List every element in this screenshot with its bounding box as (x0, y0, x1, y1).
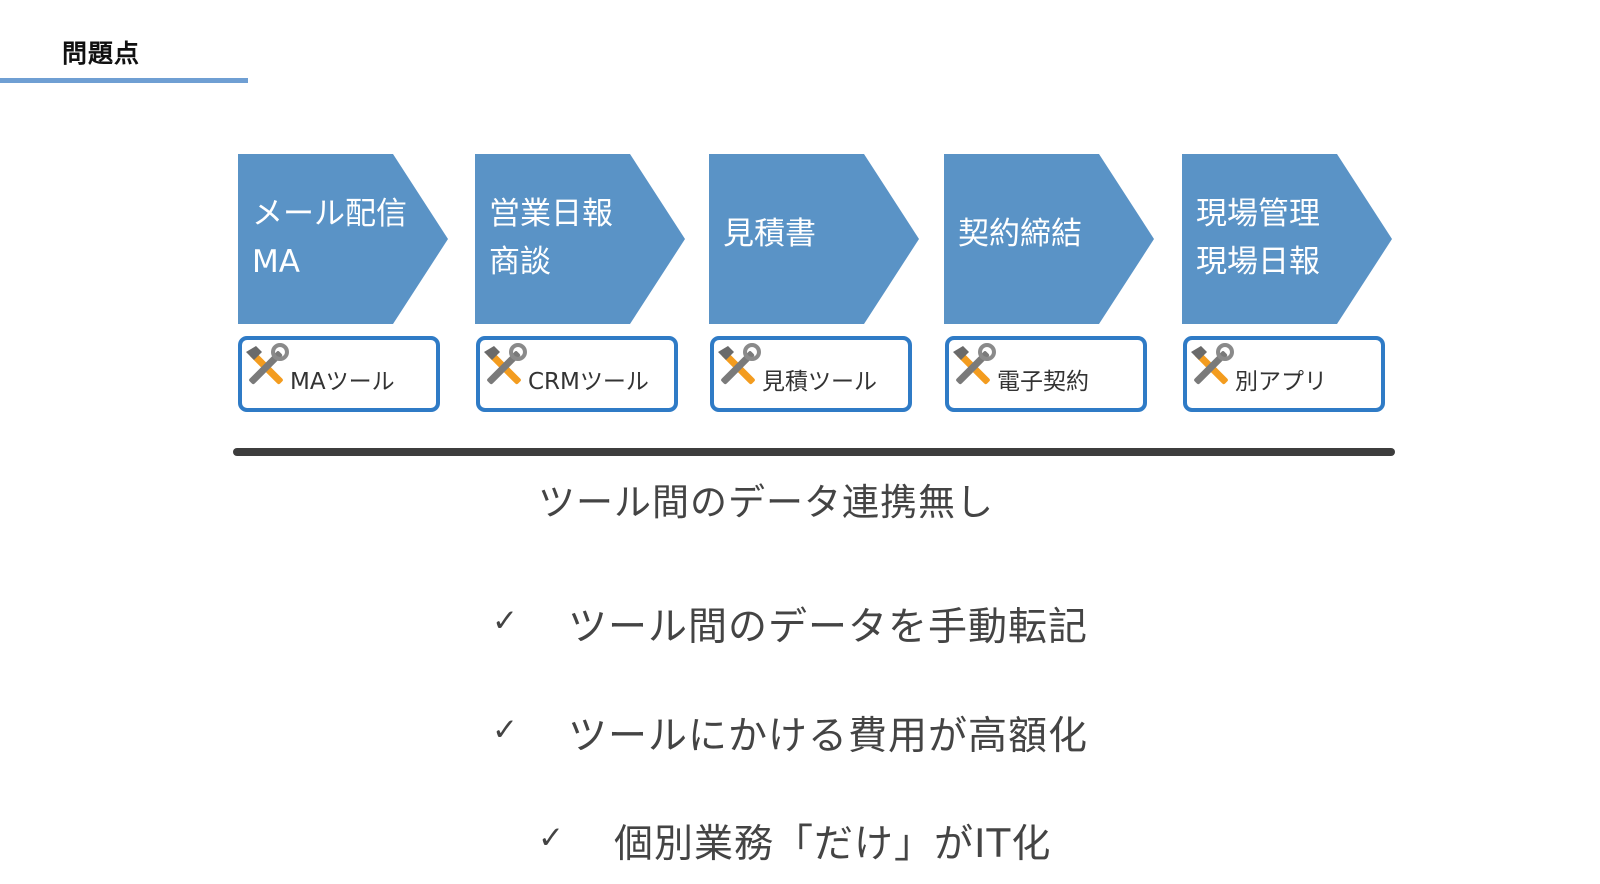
tools-icon (718, 343, 761, 385)
chevron-arrow-shape (238, 154, 448, 324)
step-line-2: 商談 (489, 244, 551, 280)
step-label: 現場管理 現場日報 (1196, 190, 1320, 286)
step-line-2: MA (252, 244, 300, 280)
tool-label: CRMツール (528, 369, 649, 395)
tool-box-e-contract: 電子契約 (945, 336, 1147, 412)
step-line-1: 営業日報 (489, 196, 613, 232)
step-label: 見積書 (723, 210, 816, 258)
tool-label: 見積ツール (762, 369, 877, 395)
tools-icon (484, 343, 527, 385)
no-data-link-caption: ツール間のデータ連携無し (538, 481, 994, 524)
check-icon: ✓ (492, 712, 518, 748)
issue-item: 個別業務「だけ」がIT化 (614, 822, 1052, 867)
step-line-1: 現場管理 (1196, 196, 1320, 232)
tool-box-quotation: 見積ツール (710, 336, 912, 412)
tools-icon (246, 343, 289, 385)
tool-box-ma: MAツール (238, 336, 440, 412)
step-label: メール配信 MA (252, 190, 407, 286)
step-label: 契約締結 (958, 210, 1082, 258)
check-icon: ✓ (538, 820, 564, 856)
tool-label: 別アプリ (1235, 369, 1327, 395)
issue-item: ツールにかける費用が高額化 (568, 714, 1089, 759)
step-line-1: 見積書 (723, 216, 816, 252)
tool-box-crm: CRMツール (476, 336, 678, 412)
tool-box-other-app: 別アプリ (1183, 336, 1385, 412)
step-line-1: 契約締結 (958, 216, 1082, 252)
tools-icon (953, 343, 996, 385)
chevron-arrow-shape (1182, 154, 1392, 324)
issue-item: ツール間のデータを手動転記 (568, 605, 1089, 650)
check-icon: ✓ (492, 603, 518, 639)
page-title: 問題点 (62, 39, 141, 68)
flow-step-mail-ma: メール配信 MA (238, 154, 448, 324)
flow-step-sales-report: 営業日報 商談 (475, 154, 685, 324)
chevron-arrow-shape (709, 154, 919, 324)
divider-line (233, 448, 1395, 456)
step-line-1: メール配信 (252, 196, 407, 232)
step-line-2: 現場日報 (1196, 244, 1320, 280)
flow-step-contract: 契約締結 (944, 154, 1154, 324)
chevron-arrow-shape (944, 154, 1154, 324)
tool-label: 電子契約 (997, 369, 1089, 395)
title-underline (0, 78, 248, 83)
tools-icon (1191, 343, 1234, 385)
step-label: 営業日報 商談 (489, 190, 613, 286)
tool-label: MAツール (290, 369, 395, 395)
chevron-arrow-shape (475, 154, 685, 324)
flow-step-site-management: 現場管理 現場日報 (1182, 154, 1392, 324)
flow-step-quotation: 見積書 (709, 154, 919, 324)
